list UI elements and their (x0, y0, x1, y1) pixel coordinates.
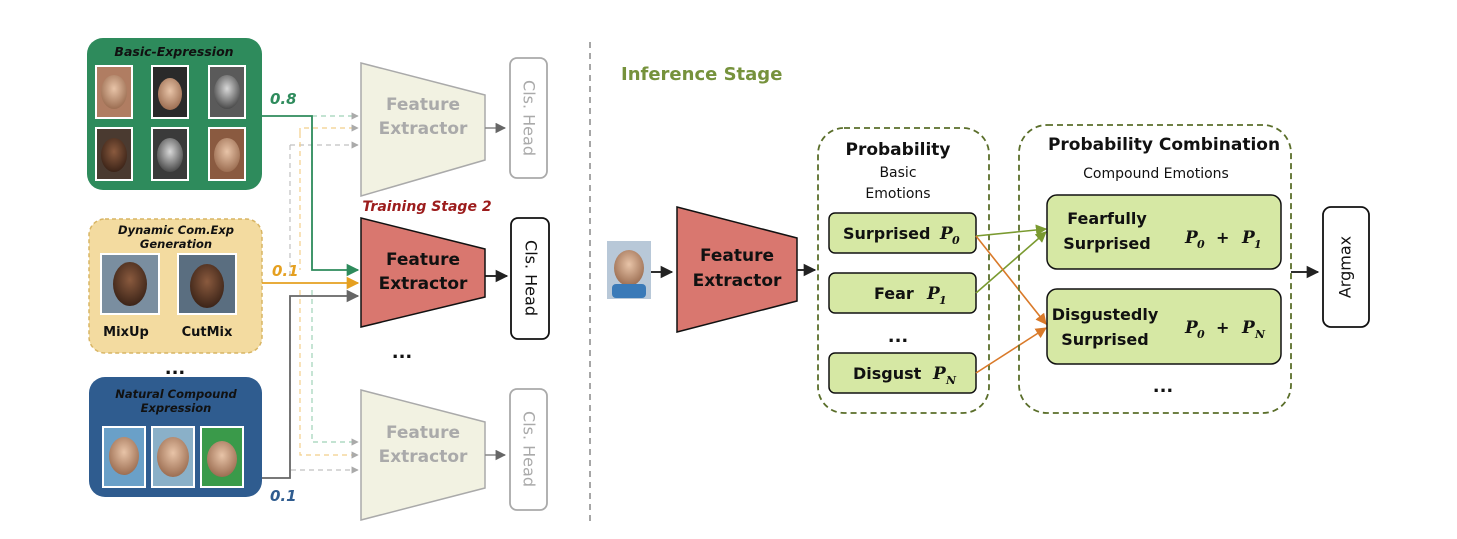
combination-panel (1018, 124, 1292, 414)
fearfully-line1: Fearfully (1067, 209, 1147, 228)
training-stage2-label: Training Stage 2 (362, 199, 491, 215)
disgustedly-line2: Surprised (1061, 330, 1148, 349)
combination-arrows (975, 224, 1048, 374)
face-photo-icon (102, 426, 146, 488)
extractor-top-line1: Feature (386, 95, 460, 115)
main-connectors (262, 115, 360, 479)
extractor-bottom-line2: Extractor (379, 447, 468, 467)
probability-panel (817, 127, 990, 414)
basic-expression-group: Basic-Expression (87, 38, 262, 190)
left-ellipsis: ... (165, 358, 186, 379)
feature-extractor-top (360, 62, 486, 197)
face-photo-icon (100, 253, 160, 315)
dynamic-title-line2: Generation (140, 237, 212, 251)
combination-title: Probability Combination (1048, 135, 1280, 155)
probability-sub-emotions: Emotions (865, 186, 930, 202)
prob-fear-label: Fear (874, 284, 914, 303)
prob-p0-sub: 0 (952, 234, 960, 247)
dynamic-title-line1: Dynamic Com.Exp (118, 223, 234, 237)
prob-surprised-label: Surprised (843, 224, 930, 243)
fearfully-sub-a: 0 (1197, 238, 1205, 251)
face-photo-icon (151, 127, 189, 181)
basic-expression-title: Basic-Expression (114, 44, 233, 59)
inference-extractor-line1: Feature (700, 246, 774, 266)
prob-p0: P (939, 224, 954, 244)
probability-sub-basic: Basic (879, 165, 916, 181)
natural-title-line2: Expression (141, 401, 212, 415)
face-photo-icon (177, 253, 237, 315)
extractor-top-line2: Extractor (379, 119, 468, 139)
weight-basic: 0.8 (270, 90, 297, 108)
prob-pn: P (932, 364, 947, 384)
dynamic-compound-group: Dynamic Com.Exp Generation MixUp CutMix (88, 218, 263, 354)
argmax-box (1322, 206, 1370, 328)
natural-title-line1: Natural Compound (115, 387, 237, 401)
probability-title: Probability (845, 140, 950, 160)
disgustedly-sub-a: 0 (1197, 328, 1205, 341)
face-photo-icon (95, 127, 133, 181)
extractor-active-line1: Feature (386, 250, 460, 270)
cls-head-top-label: Cls. Head (520, 80, 539, 156)
dynamic-compound-box (88, 218, 263, 354)
face-photo-icon (200, 426, 244, 488)
cls-head-active (510, 217, 550, 340)
extractor-active-line2: Extractor (379, 274, 468, 294)
cls-head-bottom-label: Cls. Head (520, 411, 539, 487)
face-photo-icon (151, 65, 189, 119)
weight-natural: 0.1 (270, 487, 297, 505)
disgustedly-line1: Disgustedly (1052, 305, 1159, 324)
disgustedly-p-b: P (1241, 318, 1256, 338)
prob-disgust-label: Disgust (853, 364, 922, 383)
faded-connectors (289, 112, 359, 474)
combination-sub: Compound Emotions (1083, 166, 1229, 182)
mixup-label: MixUp (103, 325, 149, 340)
inference-feature-extractor (676, 206, 798, 333)
face-photo-icon (208, 127, 246, 181)
fearfully-plus: + (1216, 228, 1229, 247)
face-photo-icon (95, 65, 133, 119)
extractor-bottom-line1: Feature (386, 423, 460, 443)
face-photo-icon (151, 426, 195, 488)
fearfully-p-a: P (1184, 228, 1199, 248)
cls-head-top (509, 57, 548, 179)
cutmix-label: CutMix (182, 325, 233, 340)
prob-pn-sub: N (945, 374, 957, 387)
prob-p1-sub: 1 (939, 294, 947, 307)
cls-head-bottom (509, 388, 548, 511)
combination-ellipsis: ... (1153, 376, 1174, 397)
fearfully-line2: Surprised (1063, 234, 1150, 253)
disgustedly-surprised-box (1046, 288, 1282, 365)
weight-dynamic: 0.1 (272, 262, 299, 280)
fearfully-p-b: P (1241, 228, 1256, 248)
feature-extractor-active (360, 217, 486, 328)
disgustedly-plus: + (1216, 318, 1229, 337)
disgustedly-p-a: P (1184, 318, 1199, 338)
prob-p1: P (926, 284, 941, 304)
face-photo-icon (607, 241, 651, 299)
natural-compound-group: Natural Compound Expression (89, 377, 262, 497)
face-photo-icon (208, 65, 246, 119)
fearfully-sub-b: 1 (1254, 238, 1262, 251)
disgustedly-sub-b: N (1254, 328, 1266, 341)
prob-surprised-box (828, 212, 977, 254)
cls-head-active-label: Cls. Head (522, 240, 541, 316)
feature-extractor-bottom (360, 389, 486, 521)
inference-extractor-line2: Extractor (693, 271, 782, 291)
middle-ellipsis: ... (392, 342, 413, 363)
fearfully-surprised-box (1046, 194, 1282, 270)
argmax-label: Argmax (1336, 236, 1355, 298)
inference-stage-title: Inference Stage (621, 64, 782, 85)
prob-ellipsis: ... (888, 326, 909, 347)
